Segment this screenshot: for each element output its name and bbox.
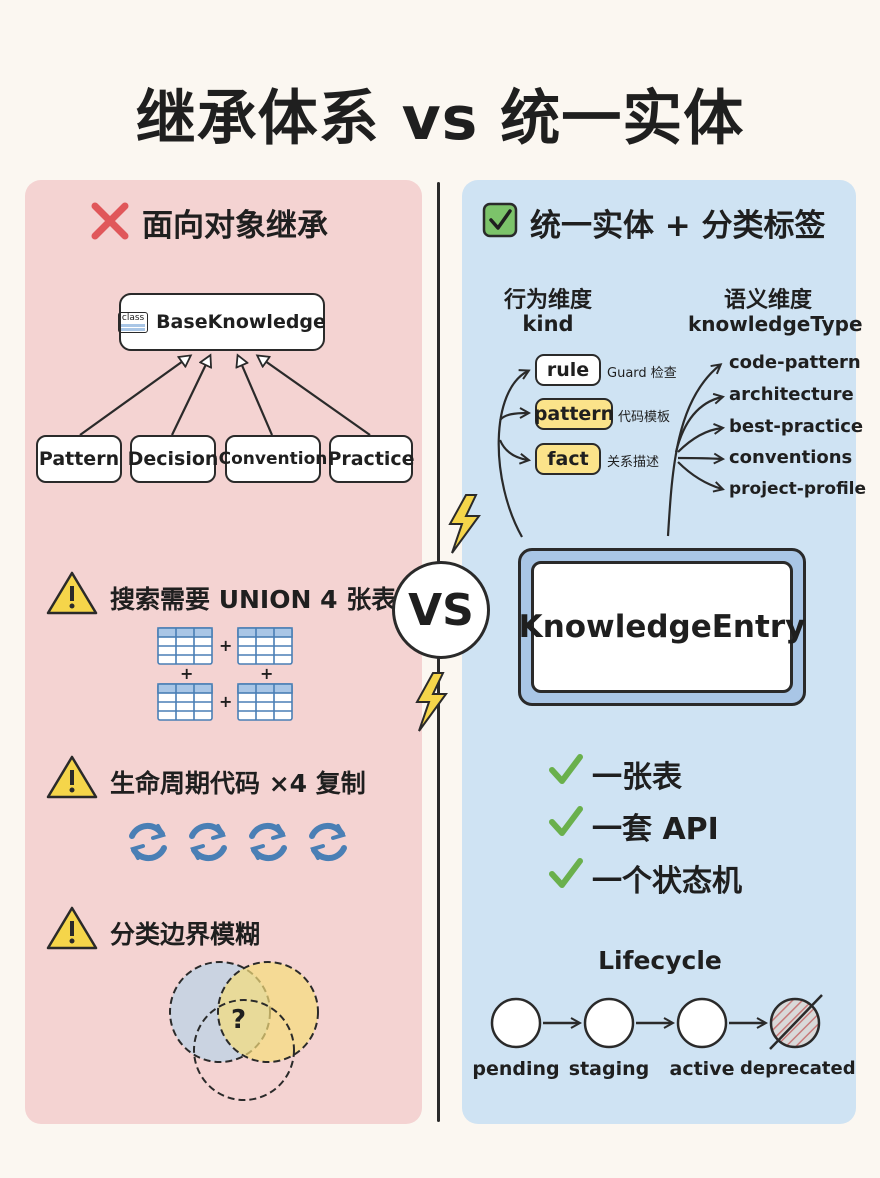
left-header: 面向对象继承 [142,208,328,244]
type-project-profile: project-profile [729,479,867,499]
type-architecture: architecture [729,384,854,405]
warning-icon [46,571,98,615]
table-icons [157,627,293,721]
benefit-one-state-machine: 一个状态机 [592,864,742,899]
lifecycle-title: Lifecycle [598,946,722,975]
kind-rule: rule [535,354,601,386]
benefit-one-api: 一套 API [592,812,719,847]
cross-icon [91,202,129,240]
knowledge-entry-box: KnowledgeEntry [518,548,806,706]
plus-sign: + [260,664,274,683]
behavior-dimension-subtitle: kind [522,312,574,336]
lightning-icon [448,494,481,554]
plus-sign: + [219,636,233,655]
problem-fuzzy-boundaries: 分类边界模糊 [110,920,261,949]
type-conventions: conventions [729,447,853,468]
state-active: active [669,1058,735,1080]
check-icon [549,754,583,784]
check-icon [549,806,583,836]
kind-arrows [497,371,528,538]
problem-lifecycle-duplication: 生命周期代码 ×4 复制 [110,769,366,798]
venn-diagram [169,961,319,1101]
kind-pattern: pattern [534,398,614,430]
behavior-dimension-title: 行为维度 [503,288,592,313]
plus-sign: + [219,692,233,711]
lifecycle-diagram [490,994,823,1050]
vs-badge: VS [392,561,490,659]
subclass-convention: Convention [219,435,327,483]
warning-icon [46,755,98,799]
state-pending: pending [472,1058,560,1080]
checkbox-icon [482,202,518,238]
base-class-box: class BaseKnowledge [118,293,326,351]
knowledge-entry-label: KnowledgeEntry [519,561,805,693]
cycle-icons [129,822,347,862]
base-class-name: BaseKnowledge [156,311,326,333]
type-code-pattern: code-pattern [729,352,861,373]
kind-pattern-note: 代码模板 [618,410,671,425]
state-staging: staging [568,1058,650,1080]
subclass-practice: Practice [327,435,415,483]
kind-rule-note: Guard 检查 [607,366,677,381]
plus-sign: + [180,664,194,683]
problem-union-tables: 搜索需要 UNION 4 张表 [110,585,397,614]
inheritance-arrows [79,356,371,436]
type-arrows [666,365,722,537]
type-best-practice: best-practice [729,416,864,437]
class-icon: class [118,311,149,333]
page-title: 继承体系 vs 统一实体 [135,84,745,154]
semantic-dimension-subtitle: knowledgeType [688,312,863,336]
kind-fact: fact [535,443,601,475]
state-deprecated: deprecated [740,1058,856,1079]
benefit-one-table: 一张表 [592,760,682,795]
kind-fact-note: 关系描述 [607,455,660,470]
right-header: 统一实体 + 分类标签 [530,208,826,244]
warning-icon [46,906,98,950]
semantic-dimension-title: 语义维度 [723,288,812,313]
subclass-decision: Decision [128,435,218,483]
lightning-icon [415,672,448,732]
venn-question-mark: ? [231,1005,247,1035]
check-icon [549,858,583,888]
subclass-pattern: Pattern [36,435,122,483]
